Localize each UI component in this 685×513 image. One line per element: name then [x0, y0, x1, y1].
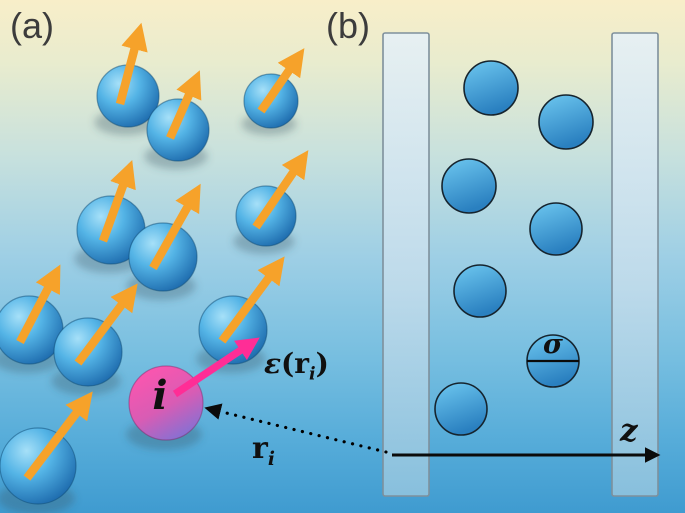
- orientation-arrow: [252, 150, 309, 230]
- confining-walls-group: [382, 32, 659, 497]
- orientation-arrow: [166, 70, 202, 140]
- confining-wall: [611, 32, 659, 497]
- fluid-particle: [453, 264, 507, 318]
- fluid-particle: [441, 158, 497, 214]
- tagged-particle-label: i: [152, 372, 168, 419]
- orientation-arrow: [99, 160, 136, 243]
- confining-wall: [382, 32, 430, 497]
- orientation-field-arrow: [172, 337, 260, 398]
- epsilon-open-paren: (r: [281, 347, 310, 380]
- epsilon-subscript: i: [309, 364, 316, 385]
- fluid-particle: [434, 382, 488, 436]
- epsilon-close-paren: ): [315, 347, 329, 380]
- fluid-particle: [538, 94, 594, 150]
- orientation-arrow: [115, 22, 148, 106]
- epsilon-symbol: ε: [264, 347, 282, 380]
- fluid-particle: [463, 60, 519, 116]
- orientation-arrow: [257, 48, 305, 114]
- panel-b-label: (b): [326, 5, 370, 46]
- panel-a-label: (a): [10, 5, 54, 46]
- orientation-arrow: [149, 183, 201, 271]
- orientation-arrow: [74, 283, 138, 366]
- arrows-group: [16, 22, 388, 481]
- sigma-diameter-label: σ: [543, 329, 563, 360]
- r-symbol: r: [252, 431, 268, 466]
- position-vector-arrow: [204, 403, 388, 454]
- orientation-field-label: ε(ri): [264, 347, 329, 384]
- z-axis-label: z: [620, 413, 638, 449]
- orientation-arrow: [218, 256, 285, 344]
- panel-b-particles-group: [434, 60, 594, 436]
- orientation-arrow: [23, 391, 93, 481]
- panel-a-particles-group: [0, 64, 299, 505]
- orientation-arrow: [16, 264, 61, 344]
- r-subscript: i: [267, 449, 275, 470]
- position-vector-label: ri: [252, 431, 275, 469]
- fluid-particle: [529, 202, 583, 256]
